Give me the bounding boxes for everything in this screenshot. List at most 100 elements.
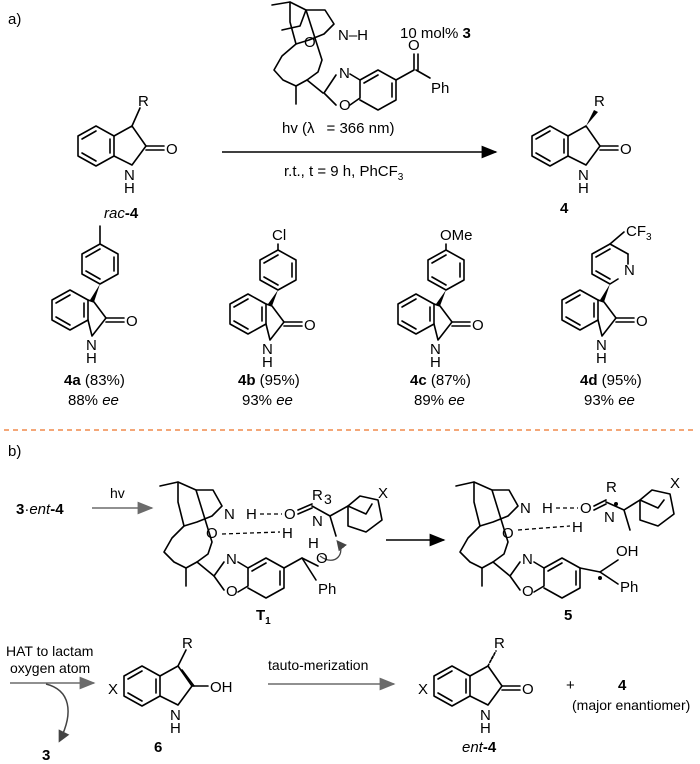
enol-r: R — [182, 635, 193, 652]
intermediate-5-structure: O N H O R X H N N O OH Ph — [455, 475, 680, 600]
t1-amide-o: O — [206, 525, 218, 542]
hv-label: hv — [110, 485, 125, 501]
i5-amide-o: O — [502, 525, 514, 542]
substrate-4d-h: H — [596, 350, 607, 367]
reactant-h: H — [124, 180, 135, 197]
enol-6-label: 6 — [154, 739, 162, 756]
hat-label-line-1: HAT to lactam — [6, 643, 93, 659]
catalyst-nh: N–H — [338, 27, 368, 44]
conditions-line-1: hv (λ= 366 nm) — [282, 120, 394, 137]
i5-x: X — [670, 475, 680, 492]
i5-h-bond-h: H — [572, 519, 583, 536]
i5-hydroxyl: OH — [616, 543, 639, 560]
ent-4-h: H — [480, 720, 491, 737]
substrate-4b-ee: 93% ee — [242, 392, 293, 409]
reactant-r: R — [138, 93, 149, 110]
substrate-4c-o: O — [472, 317, 484, 334]
plus-sign: + — [566, 677, 575, 694]
substrate-4c-ome: OMe — [440, 227, 473, 244]
t1-phenyl: Ph — [318, 581, 336, 598]
substrate-4c-h: H — [430, 354, 441, 371]
substrate-4a-h: H — [86, 350, 97, 367]
substrate-4a-o: O — [126, 313, 138, 330]
enol-n: N — [170, 707, 181, 724]
product-4-structure: R O N H — [531, 93, 632, 197]
t1-substituent-r: R — [312, 487, 323, 504]
substrate-4b-o: O — [304, 317, 316, 334]
t1-amide-n: N — [224, 506, 235, 523]
enol-oh: OH — [210, 679, 233, 696]
i5-lactam-n: N — [604, 509, 615, 526]
ent-4-x: X — [418, 681, 428, 698]
catalyst-oxazole-n: N — [339, 65, 350, 82]
substrate-4d-yield: 4d (95%) — [580, 372, 642, 389]
t1-amide-h: H — [246, 506, 257, 523]
t1-h-bond-h: H — [282, 525, 293, 542]
product-label: 4 — [560, 200, 569, 217]
reactant-o: O — [166, 141, 178, 158]
substrate-4c-n: N — [430, 341, 441, 358]
product-r: R — [594, 93, 605, 110]
substrate-4d-structure: CF3 N O N H — [561, 223, 652, 367]
catalyst-oxazole-o: O — [339, 97, 351, 114]
t1-lactam-o: O — [284, 506, 296, 523]
catalyst-3-structure: O N–H N O O Ph — [271, 1, 449, 114]
ent-4-n: N — [480, 707, 491, 724]
substrate-4b-h: H — [262, 354, 273, 371]
triplet-complex-t1-structure: O N H O R 3 X H N H N O O Ph — [159, 481, 388, 600]
substrate-4d-ring-n: N — [624, 262, 635, 279]
intermediate-5-label: 5 — [564, 607, 572, 624]
ent-4-r: R — [494, 635, 505, 652]
catalyst-amide-o: O — [304, 34, 316, 51]
substrate-4d-n: N — [596, 337, 607, 354]
start-complex-label: 3·ent-4 — [16, 501, 64, 518]
t1-label: T1 — [256, 607, 271, 627]
catalyst-ketone-o: O — [408, 37, 420, 54]
t1-benzoxazole-o: O — [226, 583, 238, 600]
ent-4-o: O — [522, 681, 534, 698]
released-catalyst-label: 3 — [42, 747, 50, 764]
reactant-n: N — [124, 167, 135, 184]
i5-amide-h: H — [542, 500, 553, 517]
substrate-4b-cl: Cl — [272, 227, 286, 244]
conditions-line-2: r.t., t = 9 h, PhCF3 — [284, 163, 404, 183]
enol-h: H — [170, 720, 181, 737]
substrate-4b-n: N — [262, 341, 273, 358]
product-o: O — [620, 141, 632, 158]
substrate-4a-n: N — [86, 337, 97, 354]
t1-x: X — [378, 485, 388, 502]
product-ent-4-structure: R X O N H — [418, 635, 534, 737]
substrate-4d-ee: 93% ee — [584, 392, 635, 409]
substrate-4a-structure: O N H — [51, 225, 138, 367]
i5-lactam-o: O — [580, 500, 592, 517]
major-product-label: 4 — [618, 677, 627, 694]
catalyst-phenyl: Ph — [431, 80, 449, 97]
product-h: H — [578, 180, 589, 197]
enol-x: X — [108, 681, 118, 698]
catalyst-loading: 10 mol% 3 — [400, 25, 471, 42]
i5-amide-n: N — [520, 500, 531, 517]
tautomerization-label: tauto-merization — [268, 657, 368, 673]
reactant-label: rac-4 — [104, 205, 139, 222]
substrate-4d-cf3: CF3 — [626, 223, 652, 243]
substrate-4c-structure: OMe O N H — [397, 227, 484, 371]
substrate-4a-ee: 88% ee — [68, 392, 119, 409]
panel-a-label: a) — [8, 11, 21, 28]
i5-substituent-r: R — [606, 479, 617, 496]
substrate-4b-yield: 4b (95%) — [238, 372, 300, 389]
t1-ketone-o: O — [316, 550, 328, 567]
substrate-4d-o: O — [636, 313, 648, 330]
substrate-4a-yield: 4a (83%) — [64, 372, 125, 389]
panel-b-label: b) — [8, 443, 21, 460]
catalyst-release-arrow — [45, 683, 70, 743]
t1-transfer-h: H — [308, 535, 319, 552]
t1-benzoxazole-n: N — [226, 551, 237, 568]
i5-benzoxazole-n: N — [522, 551, 533, 568]
ent-4-label: ent-4 — [462, 739, 497, 756]
t1-substituent-r-num: 3 — [324, 491, 332, 507]
t1-lactam-n: N — [312, 513, 323, 530]
product-n: N — [578, 167, 589, 184]
substrate-4c-yield: 4c (87%) — [410, 372, 471, 389]
substrate-4b-structure: Cl O N H — [229, 227, 316, 371]
